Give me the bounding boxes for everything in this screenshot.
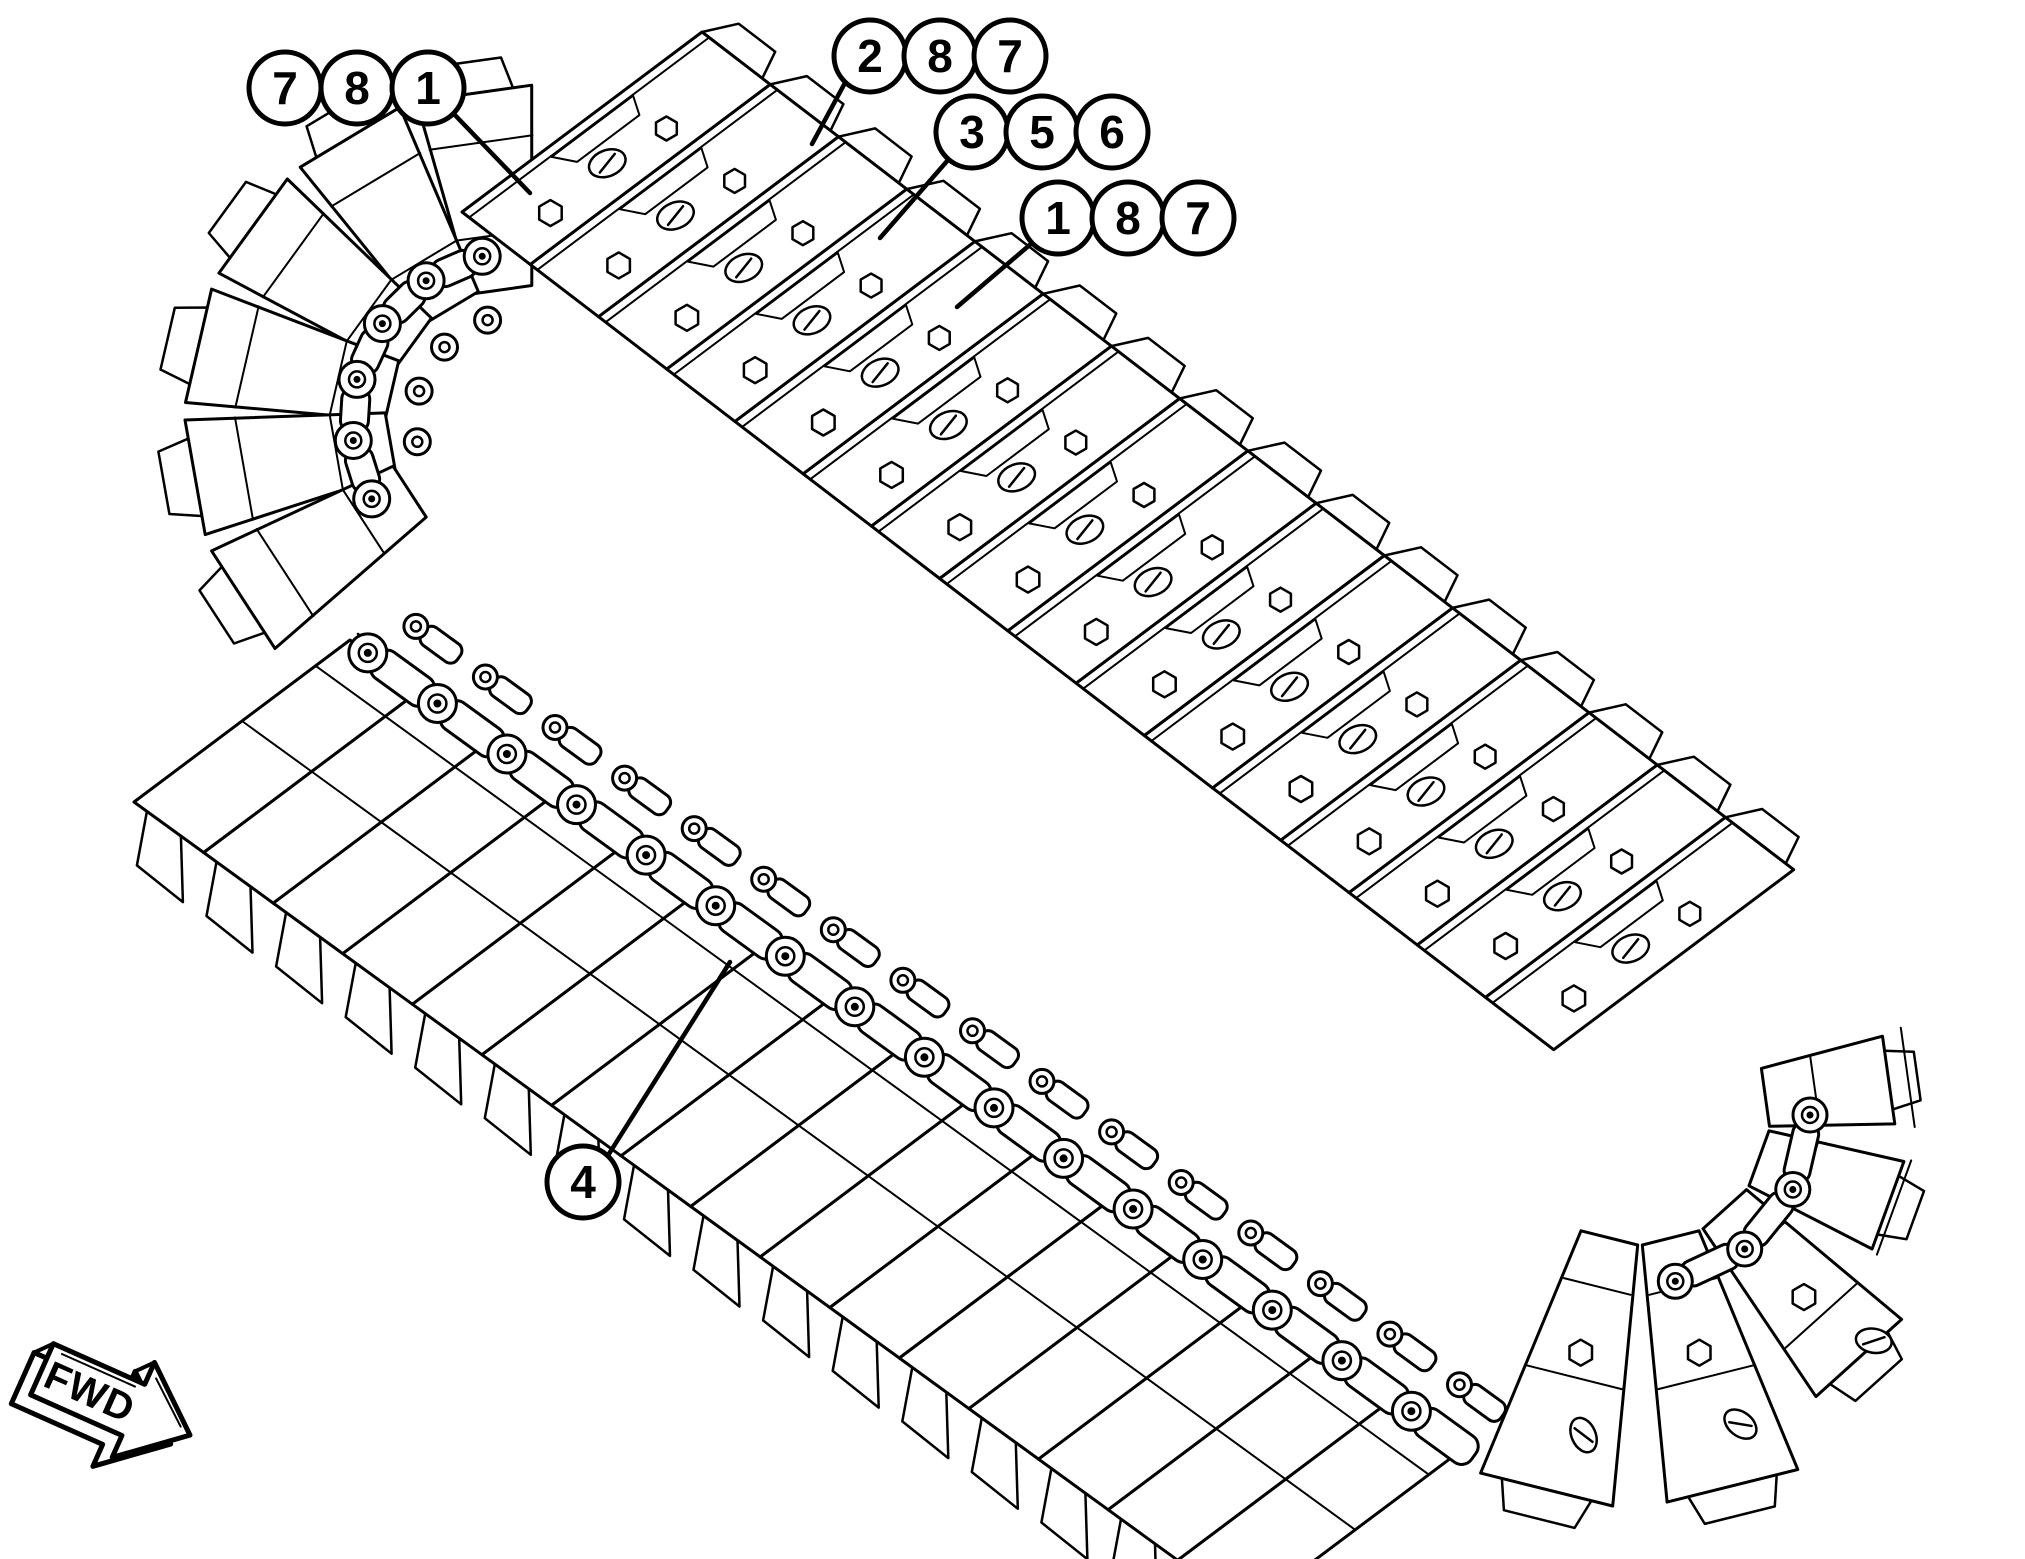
leader-line-1 bbox=[954, 240, 1035, 310]
callout-balloon-grp1-8: 8 bbox=[318, 49, 396, 127]
callout-balloon-grp4-7: 7 bbox=[1159, 179, 1237, 257]
track-chain-links bbox=[333, 236, 1829, 1466]
callout-balloon-grp3-6: 6 bbox=[1073, 93, 1151, 171]
fwd-arrow-accent bbox=[155, 1377, 182, 1428]
leader-line-1 bbox=[449, 109, 533, 196]
callout-balloon-grp4-8: 8 bbox=[1089, 179, 1167, 257]
leader-line-2 bbox=[809, 78, 849, 147]
leader-line-4 bbox=[604, 959, 733, 1160]
top-run-shoes bbox=[460, 22, 1800, 1052]
callout-balloon-grp2-7: 7 bbox=[971, 17, 1049, 95]
callout-number: 1 bbox=[415, 62, 441, 114]
callout-balloon-grp2-2: 2 bbox=[831, 17, 909, 95]
fwd-arrow-edge bbox=[32, 1341, 56, 1355]
fwd-arrow-shape bbox=[28, 1341, 193, 1460]
left-end-shoes bbox=[157, 56, 534, 650]
callout-balloon-grp3-3: 3 bbox=[933, 93, 1011, 171]
callout-balloon-grp2-8: 8 bbox=[901, 17, 979, 95]
callout-number: 8 bbox=[927, 30, 953, 82]
leader-line-3 bbox=[877, 157, 951, 241]
fwd-arrow-edge bbox=[133, 1360, 157, 1374]
callout-number: 8 bbox=[1115, 192, 1141, 244]
fwd-direction-arrow: FWD bbox=[8, 1341, 193, 1469]
fwd-arrow-accent bbox=[60, 1353, 136, 1388]
callout-balloon-grp1-1: 1 bbox=[389, 49, 467, 127]
callout-number: 3 bbox=[959, 106, 985, 158]
callout-number: 7 bbox=[272, 62, 298, 114]
callout-number: 4 bbox=[570, 1156, 596, 1208]
callout-number: 1 bbox=[1045, 192, 1071, 244]
callout-balloon-grp4-1: 1 bbox=[1019, 179, 1097, 257]
callout-number: 5 bbox=[1029, 106, 1055, 158]
callout-balloon-grp1-7: 7 bbox=[246, 49, 324, 127]
bottom-run-shoes bbox=[132, 632, 1473, 1559]
callout-number: 8 bbox=[344, 62, 370, 114]
callout-balloon-grp5-4: 4 bbox=[544, 1143, 622, 1221]
callout-number: 7 bbox=[997, 30, 1023, 82]
callout-number: 6 bbox=[1099, 106, 1125, 158]
callout-number: 2 bbox=[857, 30, 883, 82]
callout-number: 7 bbox=[1185, 192, 1211, 244]
callout-balloon-grp3-5: 5 bbox=[1003, 93, 1081, 171]
